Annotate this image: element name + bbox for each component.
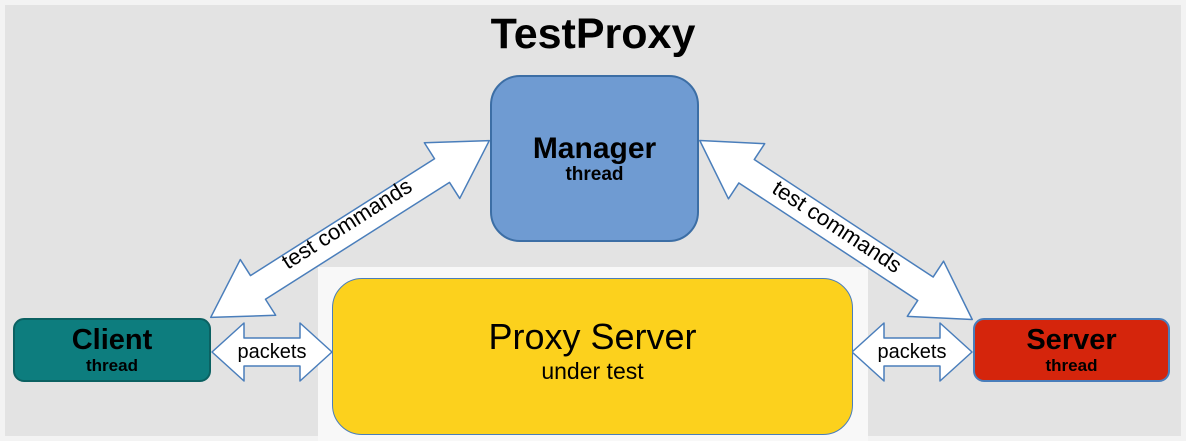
manager-node-label: Manager [532,131,657,165]
proxy-server-node-sublabel: under test [541,357,644,384]
double-arrow-icon [209,139,491,319]
diagram-title: TestProxy [490,10,696,58]
client-node: Client thread [13,318,211,382]
server-node-label: Server [1026,323,1117,356]
server-node-sublabel: thread [1045,355,1098,375]
client-node-label: Client [71,323,153,356]
server-node: Server thread [973,318,1170,382]
double-arrow-icon [851,322,973,382]
manager-node: Manager thread [490,75,699,242]
proxy-server-arrow-label: packets [877,340,947,363]
double-arrow-icon [699,139,973,321]
client-proxy-arrow: packets [211,322,333,382]
client-proxy-arrow-label: packets [237,340,307,363]
proxy-server-arrow: packets [851,322,973,382]
proxy-server-node: Proxy Server under test [332,278,853,435]
proxy-server-node-label: Proxy Server [488,316,697,358]
manager-server-arrow [680,111,993,350]
client-node-sublabel: thread [86,355,138,375]
manager-node-sublabel: thread [565,163,624,185]
client-manager-arrow [191,111,509,348]
